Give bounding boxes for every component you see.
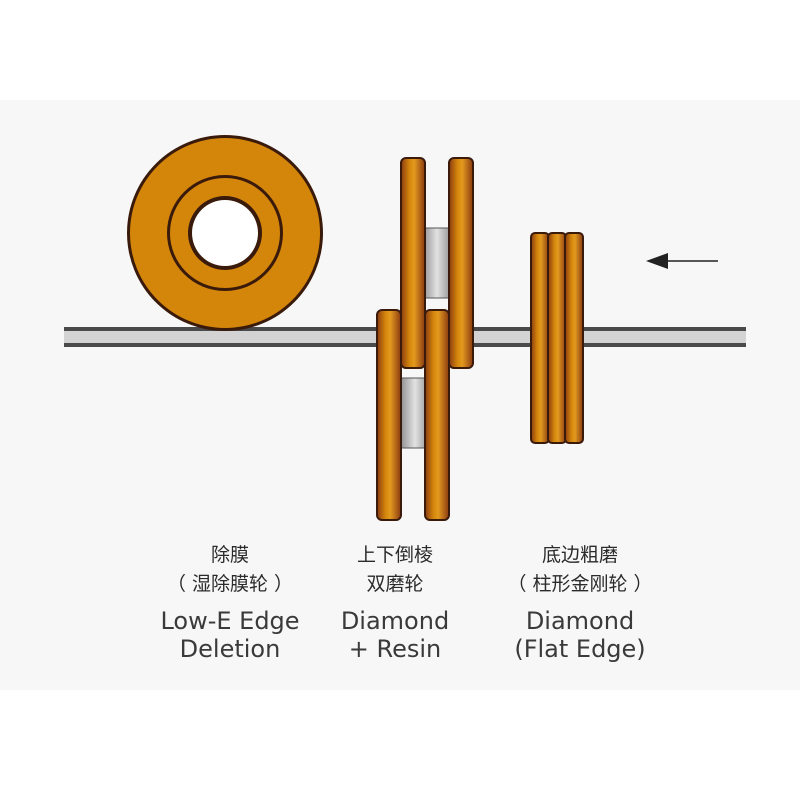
upper-chamfer-wheel [400, 157, 474, 369]
left-arrow-icon [646, 253, 718, 269]
low-e-label-cn: 除膜 [210, 544, 249, 566]
flat-edge-label-en-1: Diamond [525, 607, 635, 635]
chamfer-label-cn: 上下倒棱 [356, 544, 433, 566]
flat-edge-label-cn: 底边粗磨 [541, 544, 618, 566]
chamfer-label-cn-sub: 双磨轮 [366, 573, 424, 595]
low-e-label-cn-sub: （ 湿除膜轮 ） [166, 573, 294, 595]
chamfer-label-en-1: Diamond [340, 607, 450, 635]
flat-edge-label: 底边粗磨 （ 柱形金刚轮 ） Diamond (Flat Edge) [480, 541, 680, 663]
low-e-label-en-1: Low-E Edge [160, 607, 300, 635]
flat-edge-label-cn-sub: （ 柱形金刚轮 ） [507, 573, 653, 595]
low-e-deletion-wheel [127, 135, 323, 331]
chamfer-label-en-2: + Resin [348, 635, 442, 663]
chamfer-label: 上下倒棱 双磨轮 Diamond + Resin [320, 541, 470, 663]
low-e-label: 除膜 （ 湿除膜轮 ） Low-E Edge Deletion [130, 541, 330, 663]
lower-chamfer-wheel [376, 309, 450, 521]
flat-edge-wheel [530, 232, 584, 444]
low-e-label-en-2: Deletion [179, 635, 281, 663]
flat-edge-label-en-2: (Flat Edge) [514, 635, 646, 663]
